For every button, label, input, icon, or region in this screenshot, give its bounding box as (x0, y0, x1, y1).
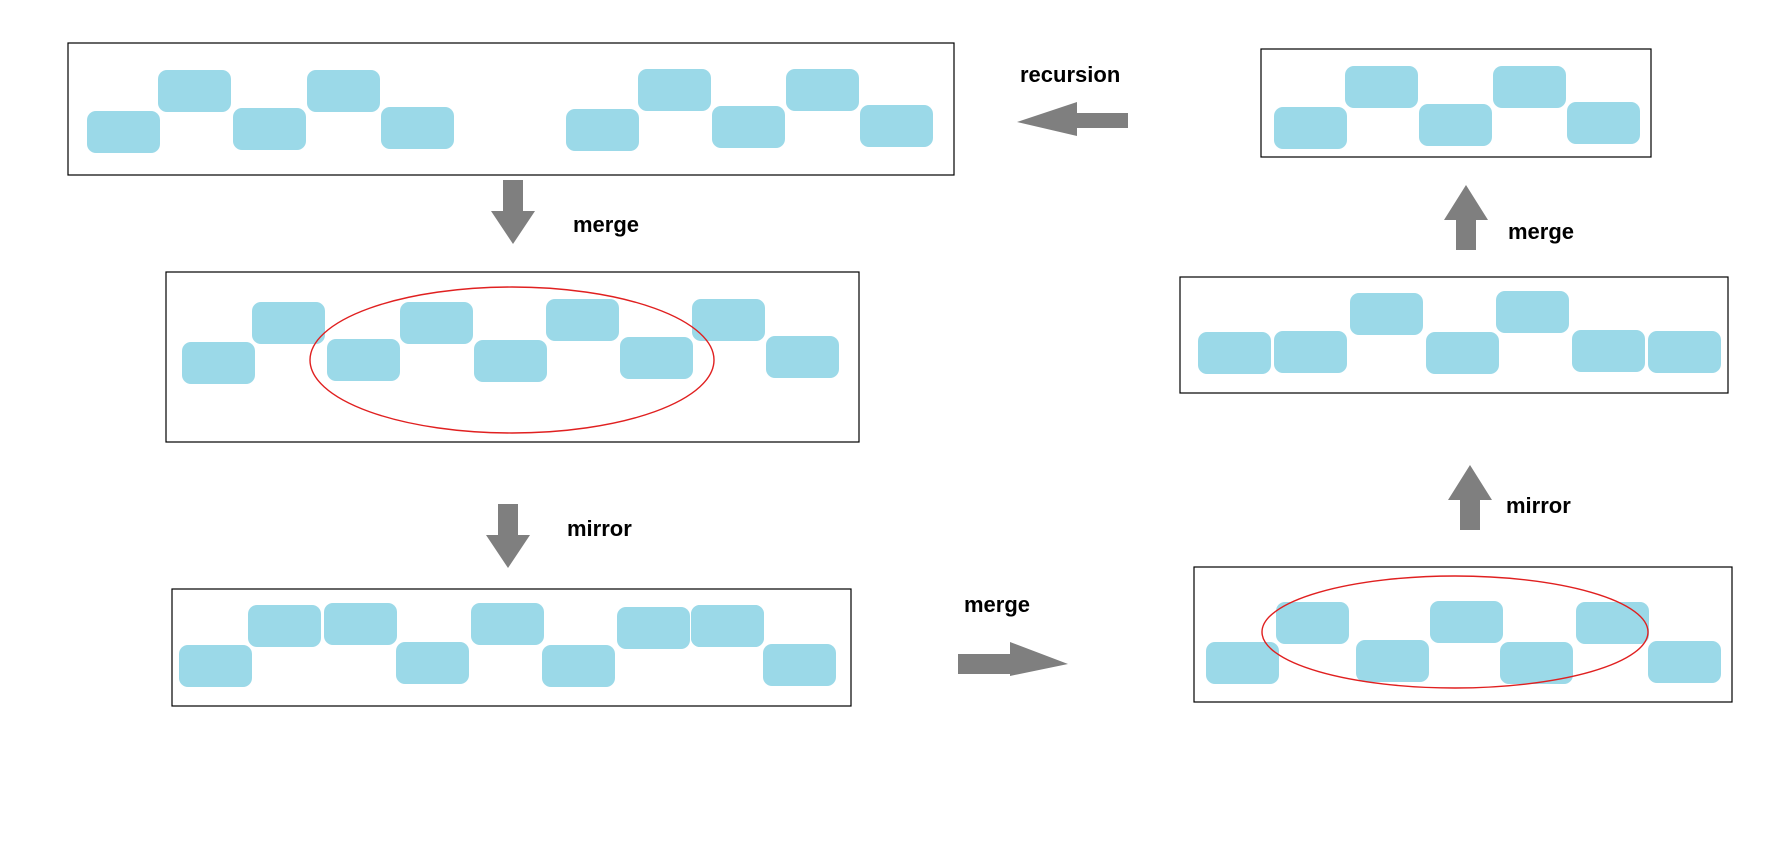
tile-block (1648, 641, 1721, 683)
tile-block (179, 645, 252, 687)
tile-block (566, 109, 639, 151)
label-mirror-right: mirror (1506, 493, 1571, 518)
tile-block (691, 605, 764, 647)
highlight-ellipse (1261, 575, 1649, 689)
arrow-down-icon (491, 180, 535, 244)
tile-block (542, 645, 615, 687)
tile-block (87, 111, 160, 153)
tile-block (1493, 66, 1566, 108)
tile-block (692, 299, 765, 341)
tile-block (474, 340, 547, 382)
tile-block (233, 108, 306, 150)
tile-block (1496, 291, 1569, 333)
tile-block (617, 607, 690, 649)
label-merge-top-left: merge (573, 212, 640, 237)
tile-block (1198, 332, 1271, 374)
tile-block (1430, 601, 1503, 643)
arrow-up-icon (1444, 185, 1488, 250)
tile-block (1356, 640, 1429, 682)
tile-block (638, 69, 711, 111)
label-merge-top-right: merge (1508, 219, 1575, 244)
tile-block (1419, 104, 1492, 146)
arrow-right-icon (958, 642, 1068, 676)
arrow-down-icon (486, 504, 530, 568)
tile-block (786, 69, 859, 111)
label-recursion: recursion (1020, 62, 1121, 87)
tile-block (381, 107, 454, 149)
tile-block (471, 603, 544, 645)
tile-block (1274, 331, 1347, 373)
tile-block (1500, 642, 1573, 684)
tile-block (1274, 107, 1347, 149)
tile-block (396, 642, 469, 684)
tile-block (1648, 331, 1721, 373)
tile-block (1572, 330, 1645, 372)
tile-block (620, 337, 693, 379)
tile-block (1206, 642, 1279, 684)
tile-block (1576, 602, 1649, 644)
tile-block (248, 605, 321, 647)
arrow-up-icon (1448, 465, 1492, 530)
tile-block (1345, 66, 1418, 108)
tile-block (763, 644, 836, 686)
tile-block (546, 299, 619, 341)
tile-block (324, 603, 397, 645)
highlight-ellipse (309, 286, 715, 434)
tile-block (182, 342, 255, 384)
arrow-left-icon (1017, 102, 1128, 136)
label-mirror-left: mirror (567, 516, 632, 541)
tile-block (712, 106, 785, 148)
label-merge-bottom: merge (964, 592, 1031, 617)
tile-block (252, 302, 325, 344)
tile-block (327, 339, 400, 381)
tile-block (1350, 293, 1423, 335)
tile-block (158, 70, 231, 112)
tile-block (1567, 102, 1640, 144)
tile-block (1276, 602, 1349, 644)
tile-block (860, 105, 933, 147)
tile-block (1426, 332, 1499, 374)
tile-block (766, 336, 839, 378)
tile-block (307, 70, 380, 112)
tile-block (400, 302, 473, 344)
